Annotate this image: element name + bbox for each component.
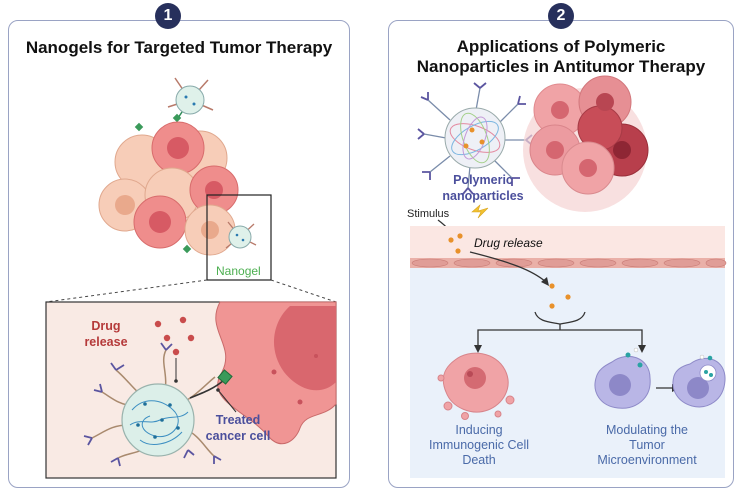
panel-1-title: Nanogels for Targeted Tumor Therapy: [25, 38, 333, 57]
tumor-cluster-illustration: [98, 121, 239, 256]
released-drug-dots: [448, 233, 571, 309]
immunogenic-cell-death-label: Inducing Immunogenic Cell Death: [418, 423, 540, 468]
drug-path-arrow: [469, 251, 547, 283]
drug-release-label-panel2: Drug release: [474, 236, 543, 250]
immune-cell-after-illustration: [672, 354, 726, 408]
np-label-line1: Polymeric: [453, 173, 513, 187]
drug-release-label-line1: Drug: [91, 319, 121, 333]
mod-line2: Tumor: [629, 438, 665, 452]
mod-line1: Modulating the: [605, 423, 688, 437]
icd-line3: Death: [462, 453, 496, 467]
drug-release-label: Drug release: [78, 318, 134, 350]
treated-label-line2: cancer cell: [205, 429, 271, 443]
mod-line3: Microenvironment: [597, 453, 697, 467]
panel-2-title-line2: Nanoparticles in Antitumor Therapy: [416, 57, 706, 76]
treated-label-line1: Treated: [215, 413, 261, 427]
large-nanogel-illustration: [83, 342, 233, 467]
immune-cell-before-illustration: [594, 347, 651, 409]
polymeric-nanoparticle-illustration: [417, 82, 533, 195]
drug-release-dots: [154, 316, 195, 356]
dying-cell-illustration: [437, 352, 515, 420]
cancer-cell-nucleus: [273, 306, 336, 391]
tumor-mass-illustration: [523, 75, 649, 212]
targeting-ligand-icon: [134, 122, 144, 132]
targeting-ligand-icon: [182, 244, 192, 254]
stimulus-label: Stimulus: [407, 208, 450, 220]
panel-2-title-line1: Applications of Polymeric: [456, 37, 666, 56]
panel-2-title: Applications of Polymeric Nanoparticles …: [390, 37, 732, 77]
zoom-region-box: [206, 194, 272, 281]
lightning-bolt-icon: [471, 204, 489, 219]
modulating-tumor-microenvironment-label: Modulating the Tumor Microenvironment: [578, 423, 716, 468]
icd-line1: Inducing: [455, 423, 503, 437]
small-nanogel-icon: [225, 221, 257, 249]
panel-2-number-badge: 2: [548, 3, 574, 29]
panel-1-number-badge: 1: [155, 3, 181, 29]
drug-release-label-line2: release: [84, 335, 128, 349]
nanogel-label: Nanogel: [216, 264, 261, 278]
icd-line2: Immunogenic Cell: [428, 438, 530, 452]
polymeric-nanoparticles-label: Polymeric nanoparticles: [428, 172, 538, 204]
treated-cancer-cell-label: Treated cancer cell: [198, 412, 278, 444]
np-label-line2: nanoparticles: [442, 189, 524, 203]
floating-nanogel-icon: [167, 77, 214, 123]
